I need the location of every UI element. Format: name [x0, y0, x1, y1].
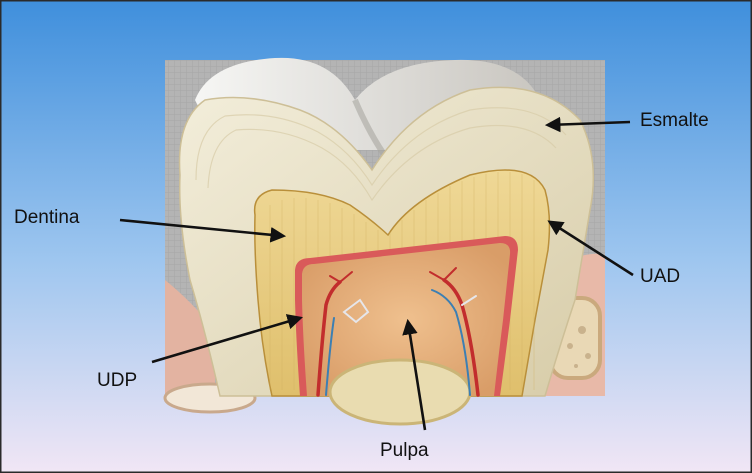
label-uad: UAD: [640, 266, 680, 288]
label-pulpa: Pulpa: [380, 440, 429, 462]
label-dentina: Dentina: [14, 207, 80, 229]
pulp-floor: [330, 360, 470, 424]
label-esmalte: Esmalte: [640, 110, 709, 132]
label-udp: UDP: [97, 370, 137, 392]
